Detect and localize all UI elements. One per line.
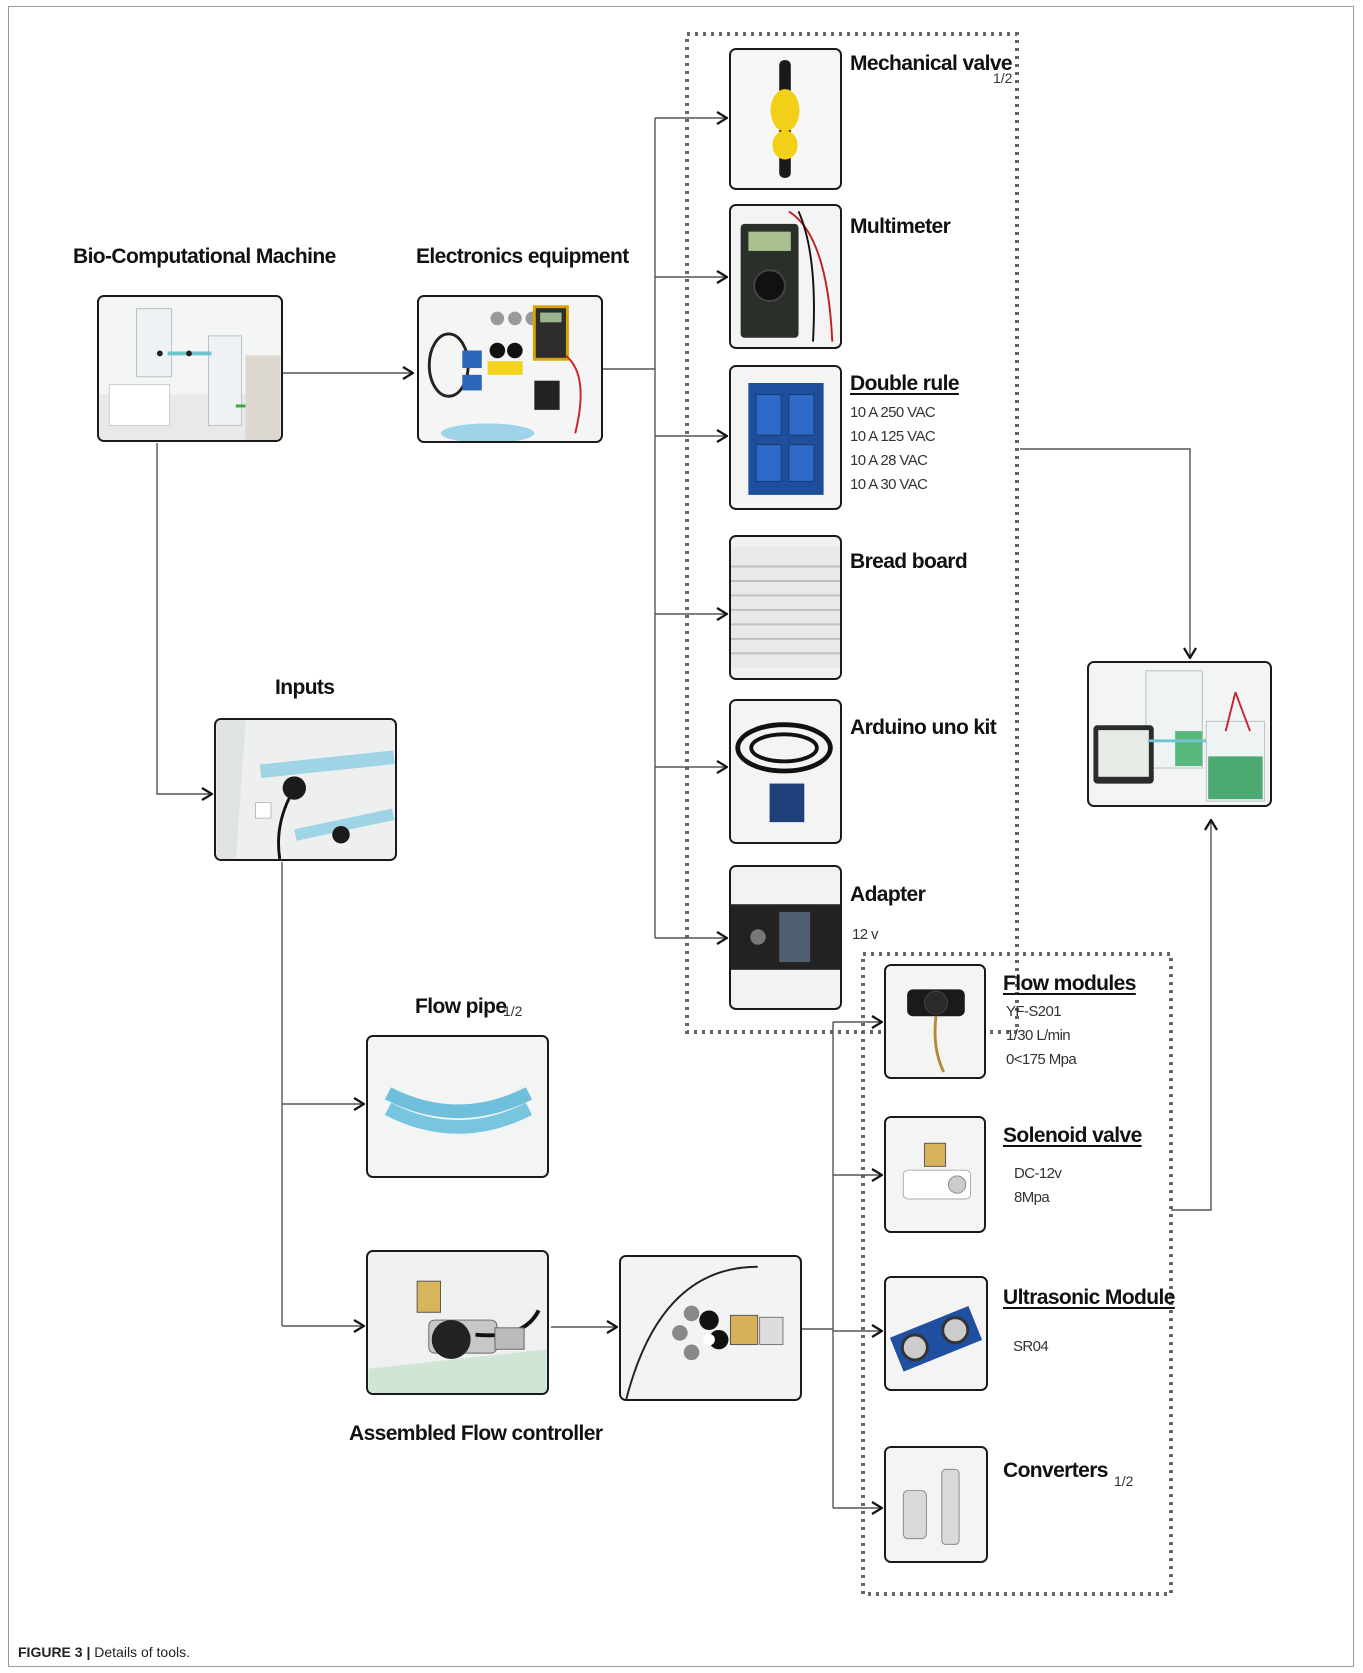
mechanical-valve-image <box>731 50 840 188</box>
arrow-electronics-group-to-result <box>1020 448 1190 658</box>
flow-modules-spec-line: YF-S201 <box>1006 1003 1062 1020</box>
assembled-image <box>368 1252 547 1393</box>
assembled-photo <box>366 1250 549 1395</box>
figure-frame <box>8 6 1354 1667</box>
flow-parts-image <box>621 1257 800 1399</box>
solenoid-spec-line: DC-12v <box>1014 1165 1062 1182</box>
bio-machine-photo <box>97 295 283 442</box>
bread-board-image <box>731 537 840 678</box>
figure-caption: FIGURE 3 | Details of tools. <box>18 1644 190 1660</box>
flow-modules-spec-line: 1/30 L/min <box>1006 1027 1071 1044</box>
solenoid-label: Solenoid valve <box>1003 1124 1142 1147</box>
adapter-label: Adapter <box>850 883 926 906</box>
inputs-photo <box>214 718 397 861</box>
adapter-photo <box>729 865 842 1010</box>
multimeter-image <box>731 206 840 347</box>
arrow-bio-to-inputs <box>156 443 212 794</box>
electronics-photo <box>417 295 603 443</box>
adapter-image <box>731 867 840 1008</box>
flow-parts-photo <box>619 1255 802 1401</box>
ultrasonic-photo <box>884 1276 988 1391</box>
flow-pipe-ratio: 1/2 <box>503 1003 523 1019</box>
ultrasonic-specs: SR04 <box>1013 1335 1049 1359</box>
ultrasonic-spec-line: SR04 <box>1013 1338 1049 1355</box>
bio-machine-label: Bio-Computational Machine <box>73 245 336 268</box>
flow-modules-photo <box>884 964 986 1079</box>
mechanical-valve-label: Mechanical valve <box>850 52 1013 75</box>
arrow-flow-group-to-result <box>1171 820 1211 1211</box>
flow-pipe-image <box>368 1037 547 1176</box>
inputs-image <box>216 720 395 859</box>
flow-components-group-outline <box>861 952 1173 1596</box>
bread-board-photo <box>729 535 842 680</box>
multimeter-label: Multimeter <box>850 215 951 238</box>
arduino-label: Arduino uno kit <box>850 716 997 739</box>
flow-modules-image <box>886 966 984 1077</box>
converters-photo <box>884 1446 988 1563</box>
mechanical-valve-photo <box>729 48 842 190</box>
ultrasonic-image <box>886 1278 986 1389</box>
converters-image <box>886 1448 986 1561</box>
solenoid-specs: DC-12v 8Mpa <box>1014 1162 1062 1210</box>
solenoid-spec-line: 8Mpa <box>1014 1189 1050 1206</box>
result-setup-image <box>1089 663 1270 805</box>
result-setup-photo <box>1087 661 1272 807</box>
double-rule-specs: 10 A 250 VAC 10 A 125 VAC 10 A 28 VAC 10… <box>850 401 936 497</box>
electronics-label: Electronics equipment <box>416 245 629 268</box>
assembled-label: Assembled Flow controller <box>349 1422 603 1445</box>
arduino-photo <box>729 699 842 844</box>
solenoid-photo <box>884 1116 986 1233</box>
double-rule-image <box>731 367 840 508</box>
double-rule-label: Double rule <box>850 372 960 395</box>
ultrasonic-label: Ultrasonic Module <box>1003 1286 1175 1309</box>
flow-pipe-label: Flow pipe <box>415 995 507 1018</box>
double-rule-photo <box>729 365 842 510</box>
flow-modules-label: Flow modules <box>1003 972 1136 995</box>
caption-number: FIGURE 3 | <box>18 1644 91 1660</box>
arduino-image <box>731 701 840 842</box>
caption-text: Details of tools. <box>94 1644 190 1660</box>
inputs-label: Inputs <box>275 676 335 699</box>
mechanical-valve-ratio: 1/2 <box>993 70 1013 86</box>
double-rule-spec-line: 10 A 125 VAC <box>850 428 936 445</box>
adapter-spec-line: 12 v <box>852 926 879 943</box>
bread-board-label: Bread board <box>850 550 968 573</box>
flow-pipe-photo <box>366 1035 549 1178</box>
converters-ratio: 1/2 <box>1114 1473 1134 1489</box>
flow-modules-specs: YF-S201 1/30 L/min 0<175 Mpa <box>1006 1000 1077 1072</box>
electronics-image <box>419 297 601 441</box>
double-rule-spec-line: 10 A 250 VAC <box>850 404 936 421</box>
bio-machine-image <box>99 297 281 440</box>
multimeter-photo <box>729 204 842 349</box>
double-rule-spec-line: 10 A 28 VAC <box>850 452 928 469</box>
adapter-specs: 12 v <box>852 923 879 947</box>
flow-modules-spec-line: 0<175 Mpa <box>1006 1051 1077 1068</box>
solenoid-image <box>886 1118 984 1231</box>
converters-label: Converters <box>1003 1459 1108 1482</box>
double-rule-spec-line: 10 A 30 VAC <box>850 476 928 493</box>
